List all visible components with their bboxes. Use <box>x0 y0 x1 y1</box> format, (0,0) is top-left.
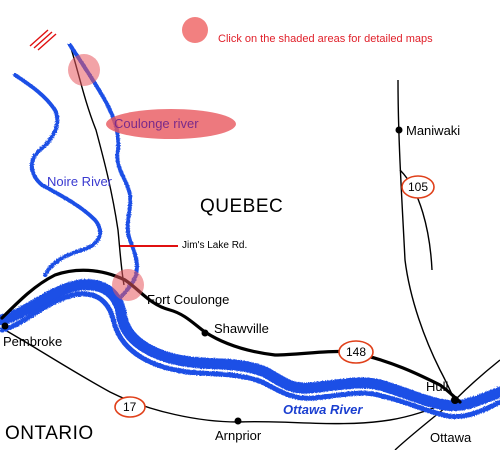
noire-river-line <box>13 73 103 277</box>
ottawa-river-label: Ottawa River <box>283 402 363 417</box>
hotspot-fort-coulonge[interactable] <box>112 269 144 301</box>
legend-text: Click on the shaded areas for detailed m… <box>218 33 433 45</box>
road-maniwaki-branch <box>399 169 433 271</box>
town-maniwaki: Maniwaki <box>406 123 461 138</box>
town-hull: Hull <box>426 379 449 394</box>
map-edge-marks <box>29 29 57 51</box>
shield-17 <box>114 396 146 418</box>
route-17-label: 17 <box>123 400 137 414</box>
dot-pembroke <box>1 322 9 330</box>
noire-river-label: Noire River <box>47 174 113 189</box>
hotspot-coulonge-river[interactable] <box>106 109 236 139</box>
region-ontario: ONTARIO <box>5 423 94 444</box>
town-arnprior: Arnprior <box>215 428 262 443</box>
road-pembroke-arnprior <box>4 329 239 423</box>
ottawa-river-outer <box>0 291 500 420</box>
legend-swatch <box>182 17 208 43</box>
rivers <box>0 43 500 420</box>
town-dots <box>1 126 459 425</box>
shield-148 <box>338 340 374 364</box>
hotspot-north[interactable] <box>68 54 100 86</box>
route-shields <box>114 175 435 418</box>
road-hull-east <box>454 359 500 401</box>
ottawa-river-line <box>0 279 500 412</box>
dot-maniwaki <box>395 126 403 134</box>
road-maniwaki-hull <box>397 79 456 401</box>
shield-105 <box>401 175 435 199</box>
dot-hull <box>451 396 459 404</box>
town-pembroke: Pembroke <box>3 334 63 349</box>
coulonge-river-label[interactable]: Coulonge river <box>114 116 199 131</box>
town-shawville: Shawville <box>214 321 269 336</box>
jims-lake-rd-label: Jim's Lake Rd. <box>182 240 248 251</box>
thin-roads <box>4 44 500 450</box>
dot-shawville <box>201 329 209 337</box>
route-105-label: 105 <box>408 180 429 194</box>
town-ottawa: Ottawa <box>430 430 472 445</box>
route-148-label: 148 <box>346 345 367 359</box>
dot-arnprior <box>234 417 242 425</box>
town-fort-coulonge: Fort Coulonge <box>147 292 230 307</box>
region-quebec: QUEBEC <box>200 196 284 217</box>
